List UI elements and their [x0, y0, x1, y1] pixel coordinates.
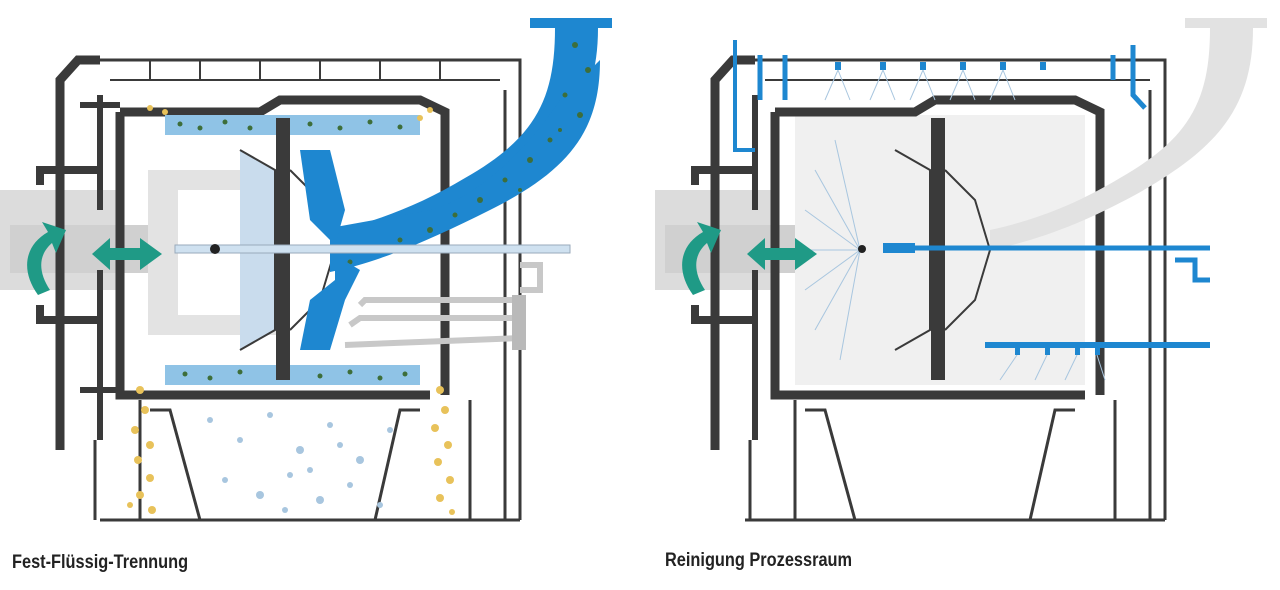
caption-right: Reinigung Prozessraum: [665, 550, 853, 571]
filter-cake-bottom: [165, 365, 420, 385]
feed-lance: [174, 244, 571, 254]
housing-structure: [691, 55, 1167, 522]
axial-arrow-icon: [92, 238, 162, 270]
feed-pipe-body: [330, 60, 600, 272]
caption-left: Fest-Flüssig-Trennung: [12, 552, 189, 573]
pipe-flange: [512, 295, 526, 350]
solids-discharge: [127, 105, 455, 515]
liquid-flow-lower: [300, 255, 360, 350]
rotation-arrow-icon: [27, 222, 66, 295]
nozzle-tip: [858, 245, 866, 253]
liquid-flow-upper: [300, 150, 345, 245]
diagram-solid-liquid-separation: Fest-Flüssig-Trennung: [0, 0, 640, 573]
spray-nozzles: [835, 62, 1100, 355]
suspended-particles: [347, 42, 591, 265]
rotation-arrow-icon: [682, 222, 721, 295]
spray-jets: [804, 69, 1106, 381]
centrifuge-diagram-right: [655, 18, 1267, 522]
filter-cake-top: [165, 115, 420, 135]
centrifuge-diagram-left: [0, 18, 612, 522]
diagram-process-cleaning: Reinigung Prozessraum: [655, 0, 1280, 571]
discharge-pipes: [344, 262, 543, 348]
nozzle-tip: [210, 244, 220, 254]
filtrate-droplets: [207, 412, 393, 513]
feed-pipe-inactive: [990, 18, 1267, 250]
particles-on-filter: [177, 119, 408, 381]
axial-arrow-icon: [747, 238, 817, 270]
